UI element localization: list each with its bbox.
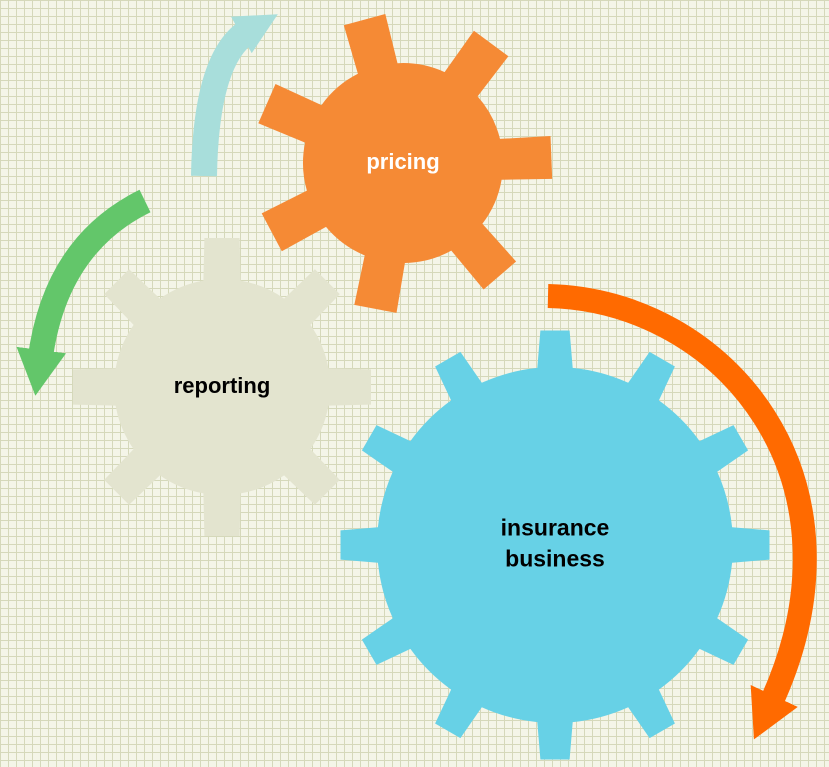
- reporting-gear-shape: [73, 238, 371, 536]
- reporting-label: reporting: [174, 373, 271, 398]
- gear-label-line: insurance: [501, 515, 610, 541]
- gear-label-line: business: [505, 546, 605, 572]
- green-cycle-arrow: [16, 189, 151, 396]
- insurance-business-label: insurance business: [501, 515, 610, 572]
- gear-label-line: pricing: [366, 149, 439, 174]
- insurance-business-gear-shape: [340, 330, 770, 760]
- pricing-label: pricing: [366, 149, 439, 174]
- orange-cycle-arrow: [547, 284, 817, 740]
- gear-label-line: reporting: [174, 373, 271, 398]
- reporting-gear: reporting: [73, 238, 371, 536]
- pricing-gear-shape: [258, 14, 553, 313]
- insurance-business-gear: insurance business: [340, 330, 770, 760]
- teal-cycle-arrow: [191, 14, 278, 177]
- pricing-gear: pricing: [258, 14, 553, 313]
